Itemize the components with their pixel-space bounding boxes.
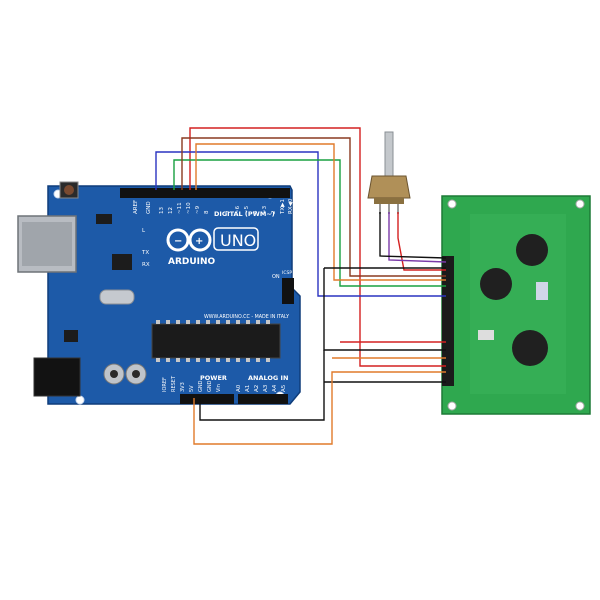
- rx-led-label: RX: [142, 262, 150, 268]
- svg-text:−: −: [174, 236, 182, 247]
- wire-red: [189, 127, 446, 367]
- digital-pin-label: 4: [253, 210, 259, 214]
- analog-pin-label: A5: [281, 384, 287, 392]
- analog-header: [238, 394, 288, 404]
- power-pin-label: GND: [207, 380, 213, 392]
- power-pin-label: GND: [198, 380, 204, 392]
- digital-pin-label: ~5: [244, 205, 250, 214]
- digital-pin-label: ~9: [195, 205, 201, 214]
- wire-red: [397, 212, 446, 271]
- icsp-label: ICSP: [282, 270, 292, 276]
- analog-pin-labels: A0 A1 A2 A3 A4 A5: [236, 384, 287, 392]
- icsp-header: [282, 278, 294, 304]
- gnd-pin-label: GND: [146, 201, 152, 214]
- wire-brown: [181, 137, 446, 277]
- on-led-label: ON: [272, 274, 280, 280]
- power-pin-label: 3V3: [180, 382, 186, 392]
- digital-pin-label: 7: [226, 210, 232, 214]
- digital-pin-label: ~3: [262, 205, 268, 214]
- digital-pin-labels: AREF GND 13 12 ~11 ~10 ~9 8 7 ~6 ~5 4 ~3…: [133, 198, 294, 215]
- power-header: [180, 394, 234, 404]
- digital-header-label: DIGITAL (PWM~): [214, 210, 275, 218]
- power-pin-labels: IOREF RESET 3V3 5V GND GND Vin: [162, 375, 222, 392]
- power-pin-label: RESET: [171, 375, 177, 392]
- wire-purple: [388, 212, 447, 263]
- power-pin-label: 5V: [189, 385, 195, 392]
- digital-pin-label: ~11: [177, 202, 183, 214]
- analog-pin-label: A0: [236, 384, 242, 392]
- svg-text:+: +: [195, 236, 203, 247]
- lcd-pin-header: [442, 256, 454, 386]
- lcd-driver-blob: [516, 234, 548, 266]
- l-led-label: L: [142, 228, 146, 234]
- digital-pin-label: ~10: [186, 202, 192, 214]
- analog-in-label: ANALOG IN: [248, 374, 288, 382]
- analog-pin-label: A3: [263, 384, 269, 392]
- made-in-italy-label: WWW.ARDUINO.CC - MADE IN ITALY: [204, 314, 289, 320]
- lcd-module: [441, 195, 591, 415]
- digital-header: [120, 188, 290, 198]
- tx-led-label: TX: [141, 250, 149, 256]
- power-label: POWER: [200, 374, 227, 382]
- wire-orange: [195, 143, 446, 281]
- wire-orange: [193, 371, 446, 445]
- wire-black: [379, 212, 447, 259]
- rx-pin-label: RX◀0: [288, 198, 294, 214]
- power-pin-label: Vin: [216, 384, 222, 392]
- wire-black: [199, 350, 325, 421]
- wire-green: [173, 159, 446, 287]
- digital-pin-label: 2: [271, 211, 277, 215]
- analog-pin-label: A2: [254, 385, 260, 392]
- digital-pin-label: ~6: [235, 205, 241, 214]
- wires: [155, 127, 447, 445]
- lcd-driver-blob: [480, 268, 512, 300]
- analog-pin-label: A4: [272, 384, 278, 392]
- digital-pin-label: 8: [204, 210, 210, 214]
- arduino-logo-text: ARDUINO: [168, 257, 216, 267]
- digital-pin-label: 12: [168, 207, 174, 214]
- microcontroller-chip: [151, 323, 281, 359]
- potentiometer: [367, 131, 411, 214]
- board-model: UNO: [220, 231, 256, 250]
- power-pin-label: IOREF: [162, 377, 168, 392]
- aref-pin-label: AREF: [133, 200, 139, 214]
- arduino-logo-icon: [166, 228, 212, 252]
- lcd-driver-blob: [512, 330, 548, 366]
- tx-pin-label: TX▶1: [280, 199, 286, 215]
- power-jack: [33, 357, 81, 397]
- digital-pin-label: 13: [159, 207, 165, 214]
- arduino-uno-board: − + ARDUINO UNO DIGITAL (PWM~) WWW.ARDUI…: [17, 181, 301, 405]
- analog-pin-label: A1: [245, 385, 251, 392]
- wire-blue: [155, 151, 446, 297]
